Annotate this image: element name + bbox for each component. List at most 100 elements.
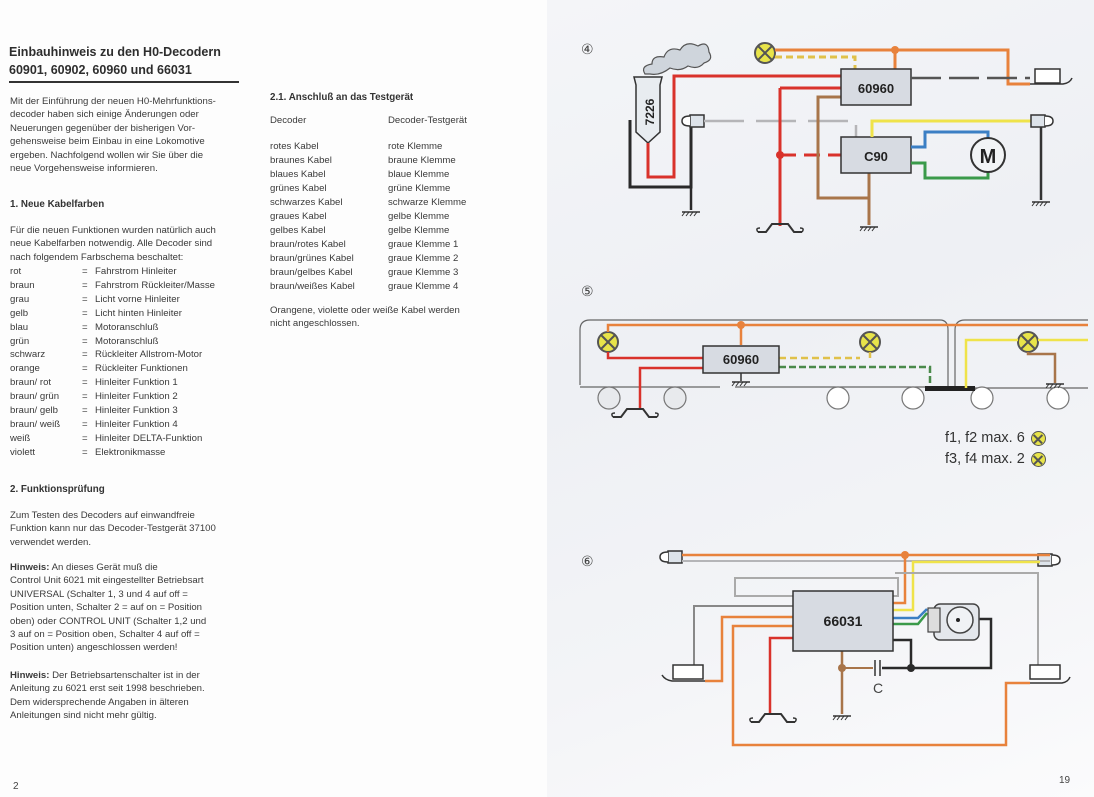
lamp-icon [754,42,776,64]
wire-green [893,612,928,626]
diagram-4: ④ 7226 60960 C90 [581,42,1073,233]
note-line: Anleitungen sind nicht mehr gültig. [10,710,157,722]
section2-heading: 2. Funktionsprüfung [10,484,105,495]
decoder-cable: braunes Kabel [270,155,332,166]
note-line: Position unten) angeschlossen werden! [10,642,178,654]
lamp-icon [859,331,881,353]
wire-red [768,636,793,715]
wire-color: orange [10,363,40,375]
ground-icon [1031,201,1051,207]
wire-color: schwarz [10,349,46,361]
tester-terminal: graue Klemme 4 [388,281,459,292]
intro-line: ergeben. Nachfolgend wollen wir Sie über… [10,149,204,161]
decoder-cable: graues Kabel [270,211,327,222]
ground-icon [731,381,751,387]
plug-left [672,664,704,680]
note-line: oben) oder CONTROL UNIT (Schalter 1,2 un… [10,615,207,627]
headlight-icon [681,114,705,128]
tester-terminal: gelbe Klemme [388,211,450,222]
tester-terminal: braune Klemme [388,155,456,166]
page-title: Einbauhinweis zu den H0-Decodern 60901, … [9,43,244,79]
headlight-icon [1030,114,1054,128]
ground-icon [859,226,879,232]
intro-line: Mit der Einführung der neuen H0-Mehrfunk… [10,96,216,107]
title-line-1: Einbauhinweis zu den H0-Decodern [9,45,221,59]
equals-sign: = [82,432,88,444]
ground-icon [832,715,852,721]
decoder-cable: schwarzes Kabel [270,197,343,208]
junction [907,664,915,672]
wire-grey [704,119,858,139]
legend-row: f3, f4 max. 2 [945,449,1046,470]
wire-meaning: Hinleiter Funktion 4 [95,418,178,430]
equals-sign: = [82,266,88,277]
color-row: violett=Elektronikmasse [10,446,215,460]
intro-line: neue Vorgehensweise informieren. [10,163,158,175]
lamp-legend: f1, f2 max. 6 f3, f4 max. 2 [945,428,1046,470]
color-row: weiß=Hinleiter DELTA-Funktion [10,432,215,446]
section1-text: Für die neuen Funktionen wurden natürlic… [10,224,260,264]
decoder-cable: gelbes Kabel [270,225,326,236]
equals-sign: = [82,321,88,333]
decoder-cable: braun/weißes Kabel [270,281,355,292]
left-page [0,0,547,797]
title-divider [9,81,239,83]
motor-shaft [956,618,960,622]
section1-heading: 1. Neue Kabelfarben [10,199,105,210]
wire-black-decoder [893,638,913,668]
wire-brown-green [779,365,932,388]
wire-meaning: Motoranschluß [95,321,159,333]
wire-meaning: Licht hinten Hinleiter [95,307,182,319]
equals-sign: = [82,377,88,389]
intro-line: Neuerungen gegenüber der bisherigen Vor- [10,122,196,134]
legend-text: f3, f4 max. 2 [945,451,1025,467]
col-decoder: Decoder [270,115,307,126]
equals-sign: = [82,418,88,430]
wire-brown-yellow [779,352,872,360]
tester-terminal: schwarze Klemme [388,197,467,208]
section1-line: Für die neuen Funktionen wurden natürlic… [10,225,216,236]
table-row: schwarzes Kabel schwarze Klemme [270,196,466,210]
plug-right [1029,664,1061,680]
color-row: orange=Rückleiter Funktionen [10,362,215,376]
equals-sign: = [82,391,88,403]
wheels [597,386,1070,410]
wire-color: blau [10,321,29,333]
decoder-66031-label: 66031 [824,613,863,629]
footer-line: nicht angeschlossen. [270,318,360,330]
equals-sign: = [82,446,88,458]
wire-red-shoe [638,366,703,410]
wire-brown [816,95,869,200]
intro-paragraph: Mit der Einführung der neuen H0-Mehrfunk… [10,95,260,175]
wire-blue [911,130,990,149]
wire-black [628,120,693,189]
coupler [925,386,975,391]
table-row: braunes Kabel braune Klemme [270,154,466,168]
note-label: Hinweis: [10,562,50,573]
equals-sign: = [82,279,88,291]
lamp-icon [1017,331,1039,353]
smoke-icon [642,43,712,75]
smoke-generator-label: 7226 [643,98,657,125]
lamp-icon [597,331,619,353]
diagram-6-label: ⑥ [581,554,594,570]
table-row: braun/weißes Kabel graue Klemme 4 [270,280,466,294]
wire-color: braun/ rot [10,377,52,389]
note-line: Dem widersprechende Angaben in älteren [10,696,189,708]
tester-terminal: graue Klemme 3 [388,267,459,278]
capacitor-label: C [873,680,883,696]
decoder-cable: braun/rotes Kabel [270,239,346,250]
col-tester: Decoder-Testgerät [388,115,467,126]
connection-table-header: Decoder Decoder-Testgerät [270,114,467,128]
wire-yellow [964,338,1088,388]
plug-lead [1030,77,1073,85]
car-body-outline [954,319,1088,388]
color-row: braun/ grün=Hinleiter Funktion 2 [10,390,215,404]
equals-sign: = [82,293,88,305]
tester-terminal: blaue Klemme [388,169,450,180]
